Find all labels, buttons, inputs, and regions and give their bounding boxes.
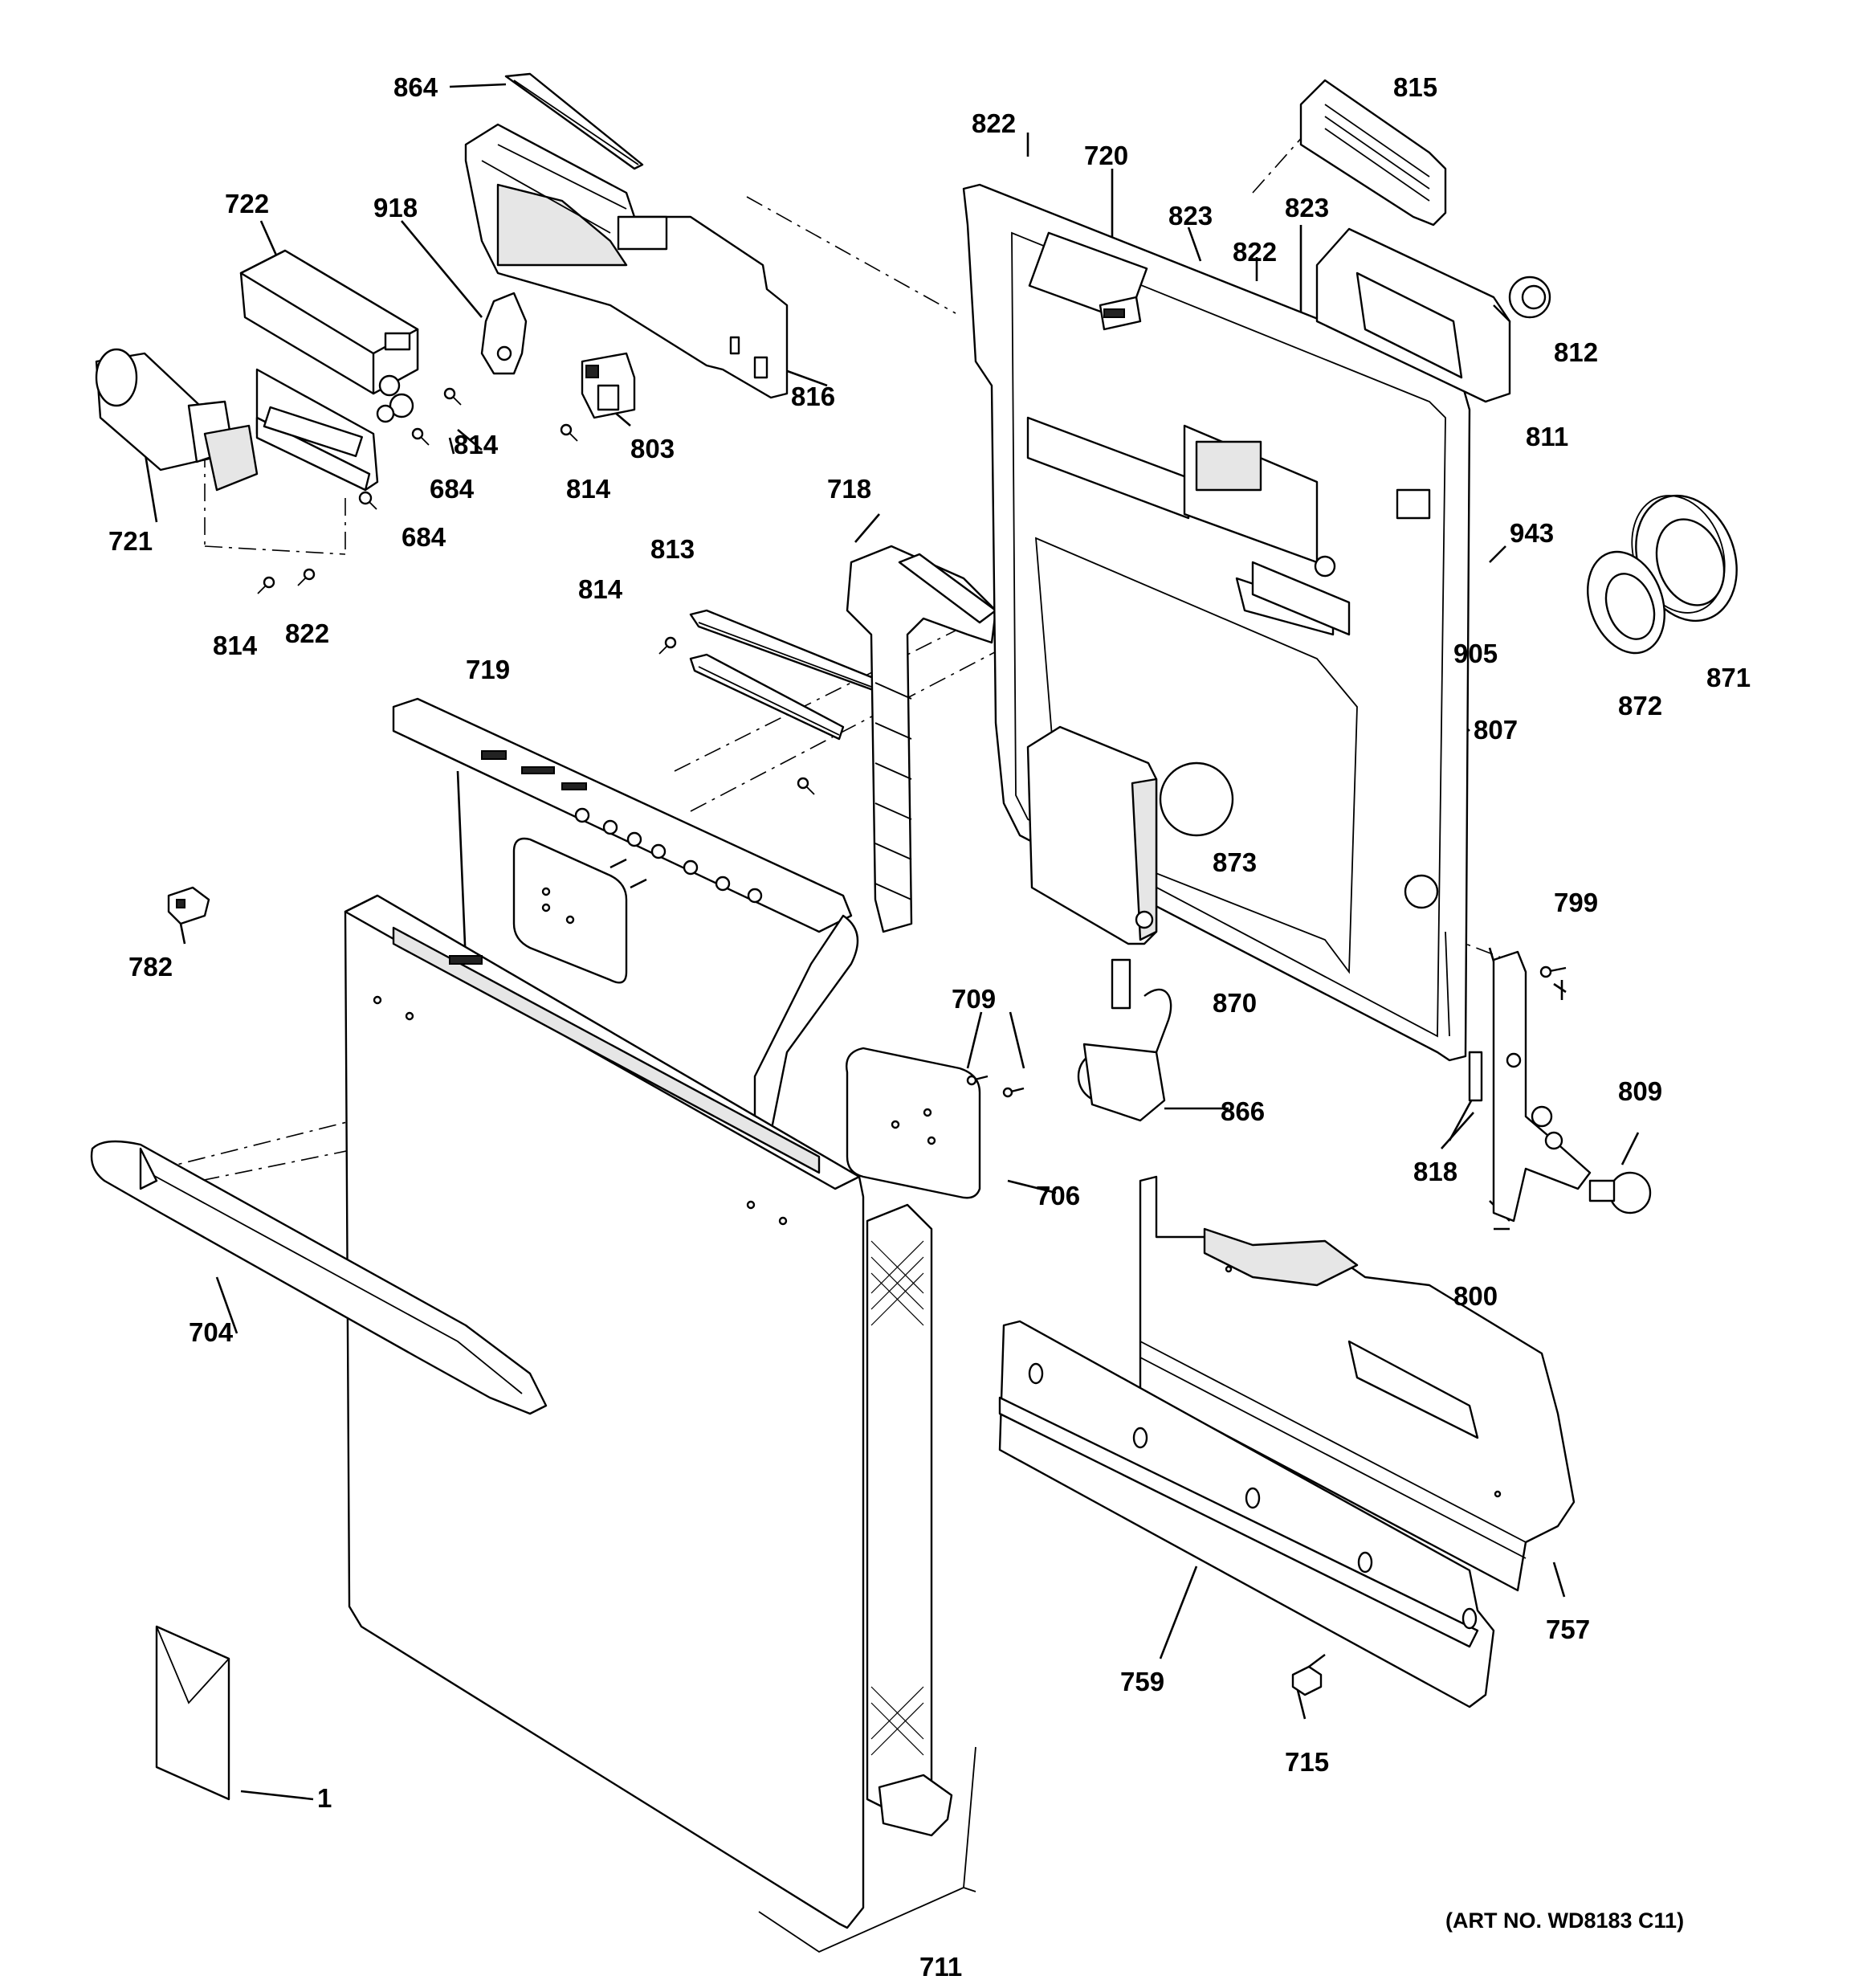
callout-label: 873 [1213,847,1257,877]
part-715-screw [1291,1654,1326,1696]
callout-label: 943 [1510,518,1554,548]
part-918-latch [480,292,528,375]
callout-label: 807 [1474,715,1518,745]
callout-label: 684 [402,522,446,552]
part-864-strip [504,72,644,170]
callout-label: 866 [1221,1096,1265,1126]
part-759-trim [998,1320,1495,1708]
callout-label: 809 [1618,1076,1662,1106]
part-870-box [1026,725,1158,945]
part-711-outer-door [344,894,976,1953]
callout-label: 718 [827,474,871,504]
callout-label: 715 [1285,1747,1329,1777]
callout-label: 711 [919,1952,962,1982]
part-704-handle [90,1140,548,1415]
part-803-switch [581,352,636,419]
callout-label: 759 [1120,1667,1164,1696]
part-812-cap [1508,276,1551,319]
callout-label: 684 [430,474,475,504]
callout-label: 800 [1453,1281,1498,1311]
part-709-screws [966,1075,1025,1098]
callout-label: 822 [285,618,329,648]
part-872-ring [1587,550,1665,655]
callout-label: 905 [1453,639,1498,668]
part-813-brackets [689,609,877,741]
callout-label: 720 [1084,141,1128,170]
callout-label: 814 [213,631,258,660]
callout-label: 722 [225,189,269,218]
screws-left [257,387,815,795]
callout-label: 870 [1213,988,1257,1018]
callout-label: 721 [108,526,153,556]
callout-label: 823 [1168,201,1213,231]
callout-label: 871 [1706,663,1751,692]
part-905-component [1251,561,1351,636]
callout-label: 864 [393,72,438,102]
callout-label: 814 [454,430,499,459]
part-811-vent [1315,227,1511,403]
leader-lines [143,83,1640,1801]
part-871-ring [1631,494,1738,623]
callout-label: 757 [1546,1614,1590,1644]
callout-label: 719 [466,655,510,684]
part-809-bolt [1588,1171,1652,1214]
part-799-screw [1539,965,1567,978]
callout-label: 822 [1233,237,1277,267]
part-706-panel [846,1047,981,1199]
callout-label: 706 [1036,1181,1080,1210]
pad-bracket [512,837,647,984]
callout-label: 918 [373,193,418,222]
part-722-dispenser [239,249,419,492]
callout-label: 811 [1526,422,1568,451]
callout-label: 813 [650,534,695,564]
callout-label: 1 [317,1783,332,1813]
callout-label: 803 [630,434,675,463]
part-800-hinge [1468,950,1592,1223]
callout-label: 814 [578,574,623,604]
part-815-vent-cover [1299,79,1447,227]
part-1-literature [155,1625,230,1801]
part-718-conduit [846,545,997,933]
part-816-bracket [464,123,789,399]
part-757-kickplate [1139,1175,1576,1592]
callout-label: 822 [972,108,1016,138]
part-721-actuator [95,348,371,492]
callout-label: 815 [1393,72,1437,102]
callout-label: 818 [1413,1157,1457,1186]
part-720-tab [1099,296,1142,331]
part-866-valve [1077,958,1172,1122]
callout-label: 872 [1618,691,1662,720]
callout-label: 823 [1285,193,1329,222]
callout-label: 814 [566,474,611,504]
callout-labels: 864 722 918 816 721 814 684 803 814 684 … [108,72,1751,1982]
callout-label: 704 [189,1317,234,1347]
part-782-connector [167,886,210,925]
callout-label: 709 [952,984,996,1014]
callout-label: 816 [791,382,835,411]
callout-label: 812 [1554,337,1598,367]
callout-label: 799 [1554,888,1598,917]
callout-label: 782 [128,952,173,982]
art-number: (ART NO. WD8183 C11) [1445,1908,1684,1933]
